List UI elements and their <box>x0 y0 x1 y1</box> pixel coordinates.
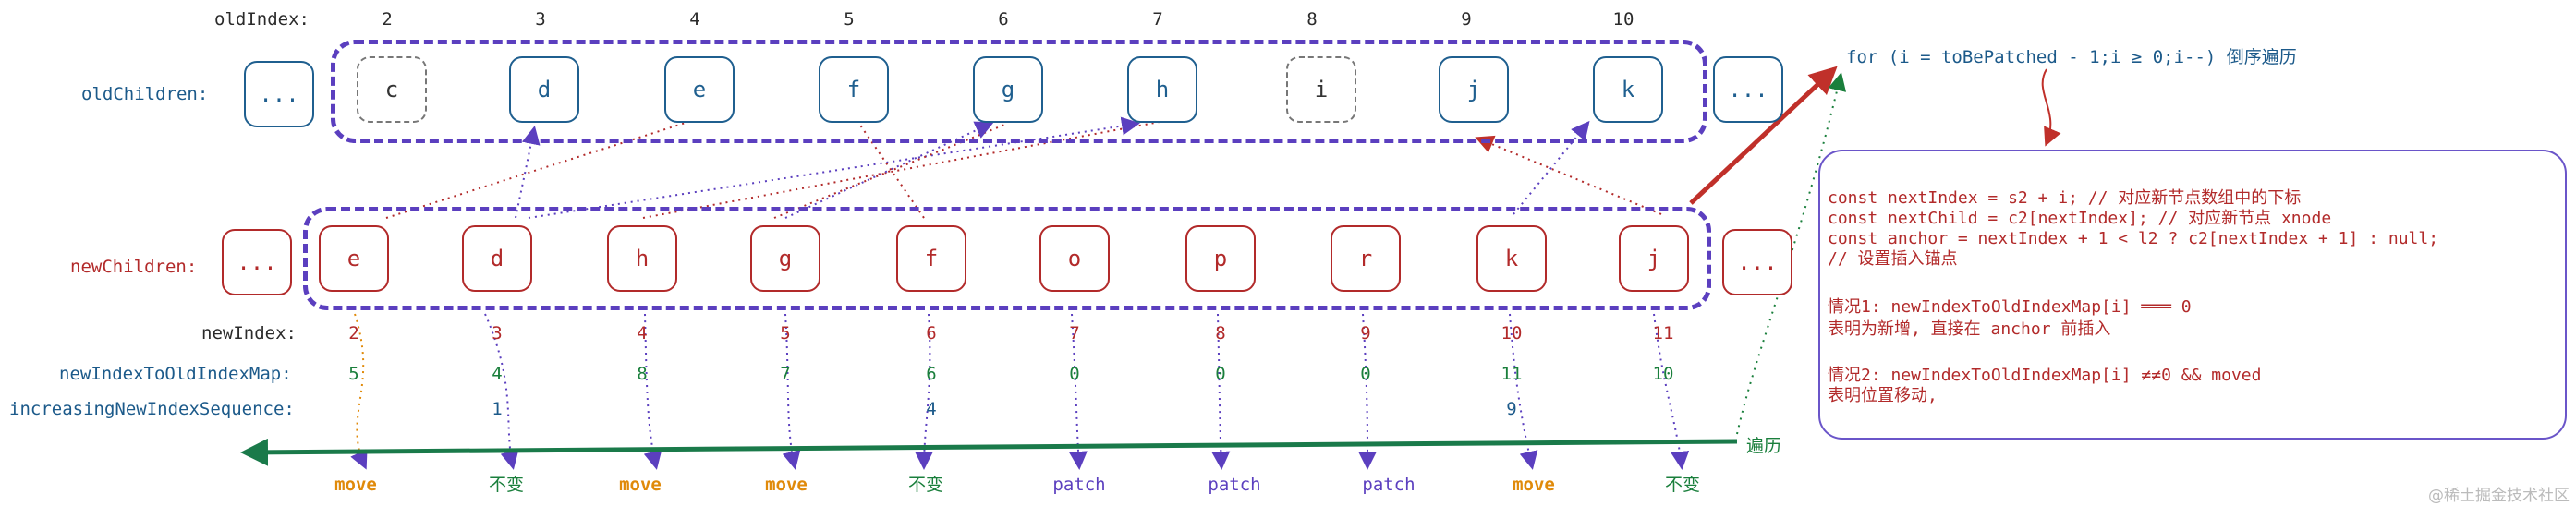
action-patch: patch <box>1362 475 1416 495</box>
action-patch: patch <box>1208 475 1261 495</box>
note-line: 表明为新增, 直接在 anchor 前插入 <box>1828 319 2111 339</box>
old-node-e: e <box>664 56 735 123</box>
action-unchanged: 不变 <box>1664 475 1700 495</box>
map-value: 11 <box>1501 364 1523 384</box>
new-node-f: f <box>896 225 966 292</box>
lis-value: 9 <box>1506 399 1517 419</box>
action-move: move <box>619 475 662 495</box>
old-index-value: 5 <box>844 9 855 30</box>
map-value: 8 <box>637 364 648 384</box>
old-node-g: g <box>973 56 1043 123</box>
new-index-label: newIndex: <box>201 323 297 343</box>
new-children-label: newChildren: <box>70 257 198 277</box>
old-node-i: i <box>1286 56 1356 123</box>
new-index-value: 8 <box>1215 323 1226 343</box>
red-down-arrow <box>2041 68 2061 147</box>
old-node-d: d <box>509 56 579 123</box>
map-value: 7 <box>780 364 791 384</box>
map-value: 0 <box>1069 364 1080 384</box>
new-node-d: d <box>462 225 532 292</box>
new-node-k: k <box>1476 225 1547 292</box>
new-node-e: e <box>319 225 389 292</box>
old-index-value: 6 <box>998 9 1009 30</box>
map-value: 4 <box>492 364 503 384</box>
old-ellipsis-left: ... <box>244 61 314 127</box>
action-move: move <box>1513 475 1555 495</box>
old-node-k: k <box>1593 56 1663 123</box>
map-line-j <box>1475 135 1662 215</box>
action-patch: patch <box>1052 475 1106 495</box>
new-index-value: 2 <box>348 323 359 343</box>
new-node-j: j <box>1619 225 1689 292</box>
old-node-j: j <box>1439 56 1509 123</box>
note-line: 表明位置移动, <box>1828 386 1938 405</box>
new-index-value: 11 <box>1652 323 1674 343</box>
new-index-value: 9 <box>1360 323 1371 343</box>
note-panel: const nextIndex = s2 + i; // 对应新节点数组中的下标… <box>1818 150 2567 440</box>
new-index-value: 3 <box>492 323 503 343</box>
for-loop-text: for (i = toBePatched - 1;i ≥ 0;i--) 倒序遍历 <box>1846 47 2297 67</box>
old-index-value: 3 <box>535 9 546 30</box>
action-unchanged: 不变 <box>907 475 943 495</box>
new-index-value: 10 <box>1501 323 1523 343</box>
old-index-value: 2 <box>382 9 393 30</box>
old-children-label: oldChildren: <box>81 84 209 104</box>
note-line: const anchor = nextIndex + 1 < l2 ? c2[n… <box>1828 229 2439 248</box>
note-line: const nextChild = c2[nextIndex]; // 对应新节… <box>1828 209 2332 228</box>
note-line: 情况2: newIndexToOldIndexMap[i] ≠≠0 && mov… <box>1828 366 2262 385</box>
new-children-group <box>303 207 1711 310</box>
red-arrow <box>1689 66 1838 205</box>
old-index-value: 9 <box>1461 9 1472 30</box>
note-line: 情况1: newIndexToOldIndexMap[i] ═══ 0 <box>1828 297 2192 317</box>
old-index-value: 7 <box>1152 9 1163 30</box>
watermark: @稀土掘金技术社区 <box>2428 487 2570 505</box>
map-line-e <box>385 121 689 219</box>
lis-value: 1 <box>492 399 503 419</box>
new-node-h: h <box>607 225 677 292</box>
action-unchanged: 不变 <box>488 475 524 495</box>
old-node-h: h <box>1127 56 1197 123</box>
new-index-value: 7 <box>1069 323 1080 343</box>
old-ellipsis-right: ... <box>1713 56 1783 123</box>
note-line: const nextIndex = s2 + i; // 对应新节点数组中的下标 <box>1828 188 2302 208</box>
iterate-arrow <box>240 438 1738 466</box>
new-ellipsis-left: ... <box>222 229 292 295</box>
new-node-r: r <box>1331 225 1401 292</box>
old-index-value: 8 <box>1306 9 1318 30</box>
new-index-value: 6 <box>926 323 937 343</box>
new-node-p: p <box>1185 225 1256 292</box>
map-value: 10 <box>1652 364 1674 384</box>
action-lines <box>350 313 1690 470</box>
old-index-value: 4 <box>689 9 700 30</box>
old-node-f: f <box>819 56 889 123</box>
new-index-value: 5 <box>780 323 791 343</box>
note-line: // 设置插入锚点 <box>1828 249 1958 269</box>
iterate-label: 遍历 <box>1746 436 1782 456</box>
action-move: move <box>765 475 808 495</box>
old-index-label: oldIndex: <box>214 9 310 30</box>
map-value: 0 <box>1215 364 1226 384</box>
new-node-g: g <box>750 225 820 292</box>
lis-value: 4 <box>926 399 937 419</box>
map-value: 5 <box>348 364 359 384</box>
old-index-value: 10 <box>1612 9 1634 30</box>
action-move: move <box>334 475 377 495</box>
map-value: 0 <box>1360 364 1371 384</box>
lis-label: increasingNewIndexSequence: <box>9 399 295 419</box>
new-index-value: 4 <box>637 323 648 343</box>
map-line-d <box>515 126 541 219</box>
map-value: 6 <box>926 364 937 384</box>
old-children-group <box>331 40 1707 143</box>
old-node-c: c <box>357 56 427 123</box>
new-node-o: o <box>1039 225 1110 292</box>
map-label: newIndexToOldIndexMap: <box>59 364 292 384</box>
new-ellipsis-right: ... <box>1722 229 1792 295</box>
